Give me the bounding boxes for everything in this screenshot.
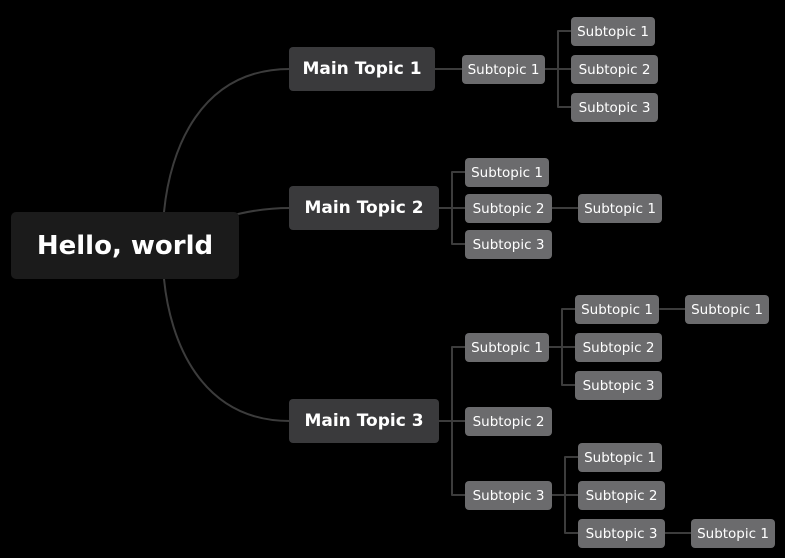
connector-m1s1-children xyxy=(543,30,573,108)
connector-m3s1-children xyxy=(547,308,577,386)
subtopic-m3-1-2[interactable]: Subtopic 2 xyxy=(575,333,662,362)
main-topic-1[interactable]: Main Topic 1 xyxy=(289,47,435,91)
root-topic[interactable]: Hello, world xyxy=(11,212,239,279)
subtopic-m2-1[interactable]: Subtopic 1 xyxy=(465,158,549,187)
subtopic-m1-1-3[interactable]: Subtopic 3 xyxy=(571,93,658,122)
subtopic-m3-1-3[interactable]: Subtopic 3 xyxy=(575,371,662,400)
subtopic-m2-3[interactable]: Subtopic 3 xyxy=(465,230,552,259)
subtopic-m2-2[interactable]: Subtopic 2 xyxy=(465,194,552,223)
subtopic-m3-2[interactable]: Subtopic 2 xyxy=(465,407,552,436)
subtopic-m3-3[interactable]: Subtopic 3 xyxy=(465,481,552,510)
subtopic-m3-3-2[interactable]: Subtopic 2 xyxy=(578,481,665,510)
connector-main3-subs xyxy=(437,346,467,496)
main-topic-2[interactable]: Main Topic 2 xyxy=(289,186,439,230)
subtopic-m3-1[interactable]: Subtopic 1 xyxy=(465,333,549,362)
subtopic-m3-1-1-1[interactable]: Subtopic 1 xyxy=(685,295,769,324)
subtopic-m3-1-1[interactable]: Subtopic 1 xyxy=(575,295,659,324)
connector-m3s3-children xyxy=(549,456,580,534)
subtopic-m1-1-2[interactable]: Subtopic 2 xyxy=(571,55,658,84)
subtopic-m3-3-1[interactable]: Subtopic 1 xyxy=(578,443,662,472)
main-topic-3[interactable]: Main Topic 3 xyxy=(289,399,439,443)
subtopic-m1-1-1[interactable]: Subtopic 1 xyxy=(571,17,655,46)
subtopic-m1-1[interactable]: Subtopic 1 xyxy=(462,55,545,84)
connector-root-main1 xyxy=(163,68,291,213)
subtopic-m3-3-3[interactable]: Subtopic 3 xyxy=(578,519,665,548)
connector-main2-subs xyxy=(437,171,467,245)
subtopic-m2-2-1[interactable]: Subtopic 1 xyxy=(578,194,662,223)
connector-root-main2 xyxy=(237,207,291,215)
subtopic-m3-3-3-1[interactable]: Subtopic 1 xyxy=(691,519,775,548)
connector-root-main3 xyxy=(163,278,291,422)
